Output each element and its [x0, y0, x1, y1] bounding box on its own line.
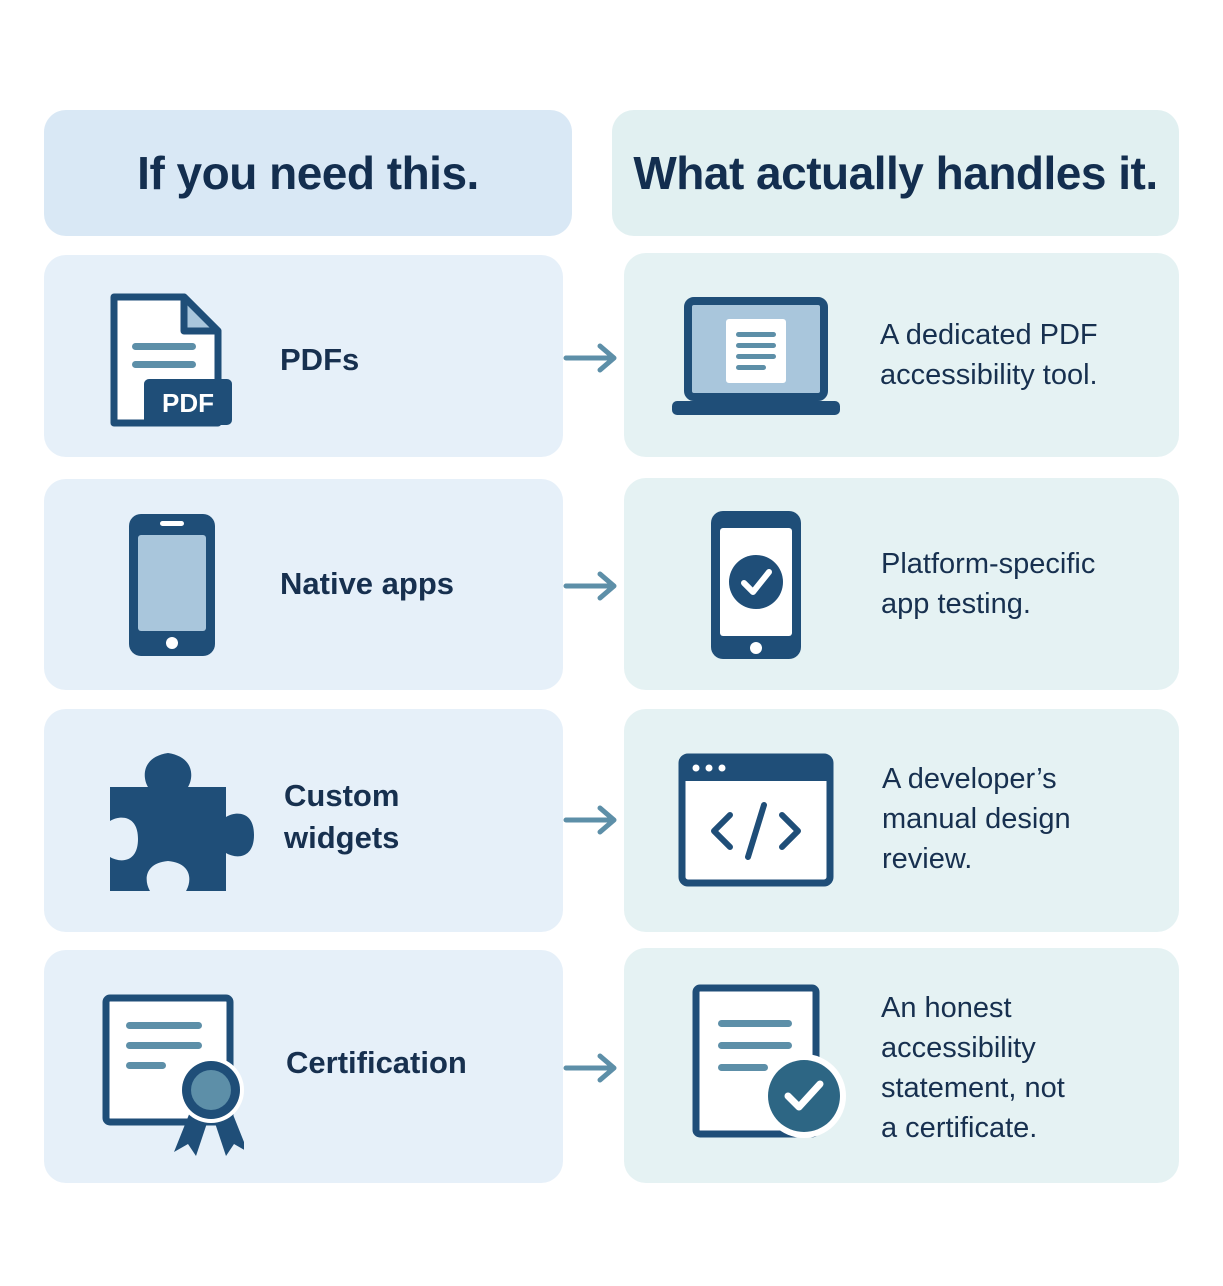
handler-card-custom-widgets: A developer’s manual design review.: [624, 709, 1179, 932]
need-label-certification: Certification: [286, 1045, 467, 1080]
handler-card-native-apps: Platform-specific app testing.: [624, 478, 1179, 690]
handler-line: manual design: [882, 803, 1071, 835]
need-card-pdfs: PDF PDFs: [44, 255, 563, 457]
need-label-native-apps: Native apps: [280, 566, 455, 601]
handler-line: review.: [882, 843, 973, 875]
code-window-icon: [678, 753, 834, 887]
handler-card-certification: An honest accessibility statement, not a…: [624, 948, 1179, 1183]
handler-line: accessibility tool.: [880, 359, 1098, 391]
header-handler-text: What actually handles it.: [633, 147, 1158, 199]
pdf-file-icon: PDF: [110, 293, 232, 427]
pdf-badge: PDF: [162, 388, 214, 418]
handler-text-custom-widgets: A developer’s manual design review.: [882, 759, 1071, 879]
handler-line: accessibility: [881, 1032, 1036, 1064]
certificate-icon: [102, 994, 244, 1156]
need-line: Custom: [284, 778, 400, 813]
handler-text-certification: An honest accessibility statement, not a…: [881, 988, 1065, 1148]
need-line: widgets: [284, 820, 400, 855]
header-need: If you need this.: [44, 110, 572, 236]
need-card-certification: Certification: [44, 950, 563, 1183]
document-check-icon: [692, 984, 846, 1138]
handler-line: statement, not: [881, 1072, 1065, 1104]
handler-line: app testing.: [881, 588, 1031, 620]
handler-line: Platform-specific: [881, 548, 1096, 580]
phone-check-icon: [711, 511, 801, 659]
handler-line: An honest: [881, 992, 1012, 1024]
need-label-pdfs: PDFs: [280, 342, 360, 377]
handler-card-pdfs: A dedicated PDF accessibility tool.: [624, 253, 1179, 457]
smartphone-icon: [129, 514, 215, 656]
handler-text-pdfs: A dedicated PDF accessibility tool.: [880, 315, 1098, 395]
arrow-right-icon: [563, 571, 617, 601]
need-label-custom-widgets: Custom widgets: [284, 775, 399, 859]
header-handler: What actually handles it.: [612, 110, 1179, 236]
handler-line: A dedicated PDF: [880, 319, 1098, 351]
need-card-custom-widgets: Custom widgets: [44, 709, 563, 932]
handler-line: A developer’s: [882, 763, 1057, 795]
arrow-right-icon: [563, 805, 617, 835]
laptop-icon: [672, 297, 840, 415]
arrow-right-icon: [563, 1053, 617, 1083]
handler-line: a certificate.: [881, 1112, 1038, 1144]
handler-text-native-apps: Platform-specific app testing.: [881, 544, 1095, 624]
need-card-native-apps: Native apps: [44, 479, 563, 690]
arrow-right-icon: [563, 343, 617, 373]
header-need-text: If you need this.: [137, 147, 479, 199]
puzzle-piece-icon: [110, 753, 254, 891]
